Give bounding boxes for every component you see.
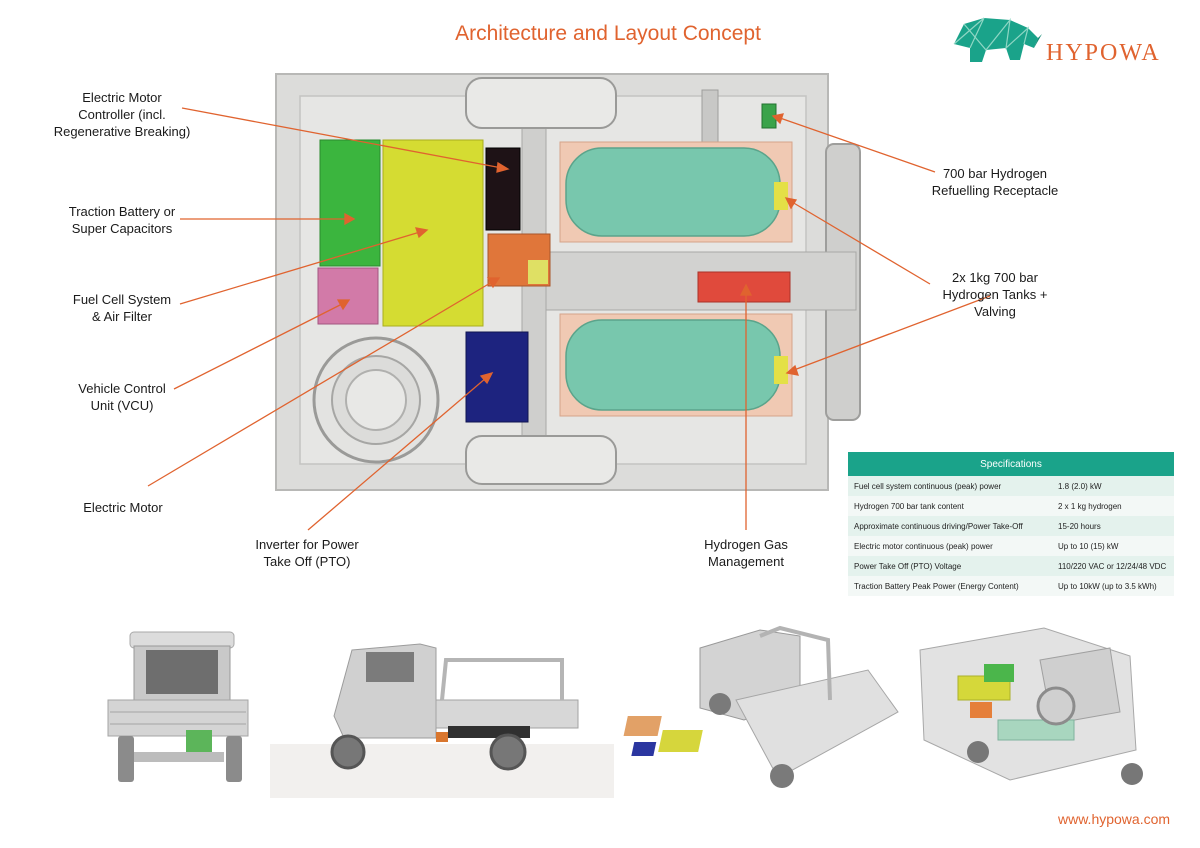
- specifications-table: Specifications Fuel cell system continuo…: [848, 452, 1174, 596]
- label-gas-management: Hydrogen Gas Management: [704, 537, 788, 569]
- table-row: Hydrogen 700 bar tank content 2 x 1 kg h…: [848, 496, 1174, 516]
- fuel-cell-system: [382, 139, 484, 327]
- label-hydrogen-tanks: 2x 1kg 700 bar Hydrogen Tanks + Valving: [942, 270, 1048, 319]
- vehicle-iso-view-right: [919, 627, 1143, 785]
- motor-controller: [485, 147, 521, 231]
- table-row: Traction Battery Peak Power (Energy Cont…: [848, 576, 1174, 596]
- label-traction-battery: Traction Battery or Super Capacitors: [68, 204, 176, 236]
- gas-management: [697, 271, 791, 303]
- label-electric-motor: Electric Motor: [83, 500, 163, 515]
- tank-valve-upper: [774, 182, 788, 210]
- rear-wheel: [465, 435, 617, 485]
- front-wheel: [465, 77, 617, 129]
- vehicle-iso-view-left: [623, 625, 899, 788]
- vcu-unit: [317, 267, 379, 325]
- label-inverter: Inverter for Power Take Off (PTO): [255, 537, 359, 569]
- page-title: Architecture and Layout Concept: [455, 22, 761, 45]
- table-row: Electric motor continuous (peak) power U…: [848, 536, 1174, 556]
- table-row: Approximate continuous driving/Power Tak…: [848, 516, 1174, 536]
- vehicle-front-view: [107, 631, 249, 782]
- rhino-logo-icon: [953, 17, 1042, 62]
- table-row: Power Take Off (PTO) Voltage 110/220 VAC…: [848, 556, 1174, 576]
- label-vcu: Vehicle Control Unit (VCU): [78, 381, 166, 413]
- website-link[interactable]: www.hypowa.com: [1058, 811, 1171, 827]
- specifications-header: Specifications: [848, 452, 1174, 476]
- pto-inverter: [465, 331, 529, 423]
- tank-valve-lower: [774, 356, 788, 384]
- label-refuelling-receptacle: 700 bar Hydrogen Refuelling Receptacle: [931, 166, 1059, 198]
- traction-battery: [319, 139, 381, 267]
- brand-name: HYPOWA: [1046, 40, 1161, 66]
- vehicle-side-view: [330, 643, 579, 771]
- label-fuel-cell: Fuel Cell System & Air Filter: [72, 292, 172, 324]
- label-motor-controller: Electric Motor Controller (incl. Regener…: [53, 90, 191, 139]
- table-row: Fuel cell system continuous (peak) power…: [848, 476, 1174, 496]
